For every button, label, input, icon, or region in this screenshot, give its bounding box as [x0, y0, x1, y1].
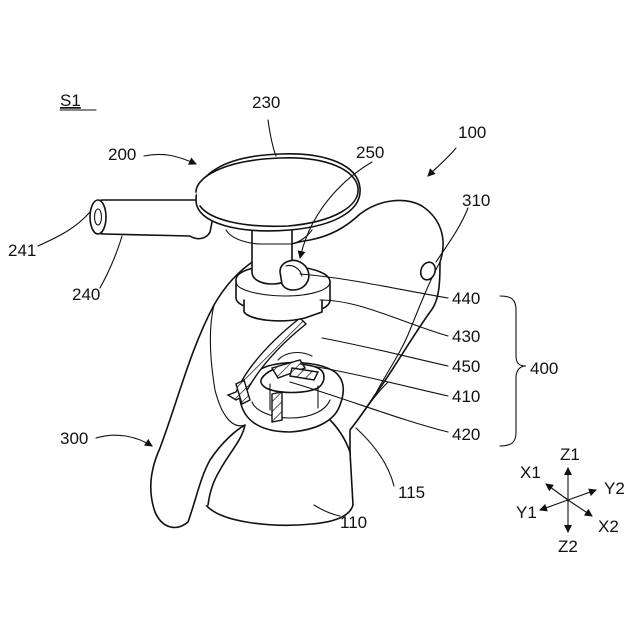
label-400: 400 [530, 359, 558, 378]
label-440: 440 [452, 289, 480, 308]
label-115: 115 [398, 483, 425, 502]
label-410: 410 [452, 387, 480, 406]
axis-z1: Z1 [560, 445, 580, 464]
axis-x1: X1 [520, 463, 541, 482]
label-310: 310 [462, 191, 490, 210]
label-430: 430 [452, 327, 480, 346]
axis-y1: Y1 [516, 503, 537, 522]
label-110: 110 [340, 513, 367, 532]
group-brace [500, 296, 526, 446]
label-240: 240 [72, 285, 100, 304]
label-250: 250 [356, 143, 384, 162]
label-230: 230 [252, 93, 280, 112]
axis-indicator [540, 468, 596, 532]
label-100: 100 [458, 123, 486, 142]
label-420: 420 [452, 425, 480, 444]
axis-z2: Z2 [558, 537, 578, 556]
axis-y2: Y2 [604, 479, 625, 498]
label-241: 241 [8, 241, 36, 260]
axis-x2: X2 [598, 517, 619, 536]
sheet-label: S1 [60, 91, 81, 110]
label-300: 300 [60, 429, 88, 448]
label-200: 200 [108, 145, 136, 164]
label-450: 450 [452, 357, 480, 376]
